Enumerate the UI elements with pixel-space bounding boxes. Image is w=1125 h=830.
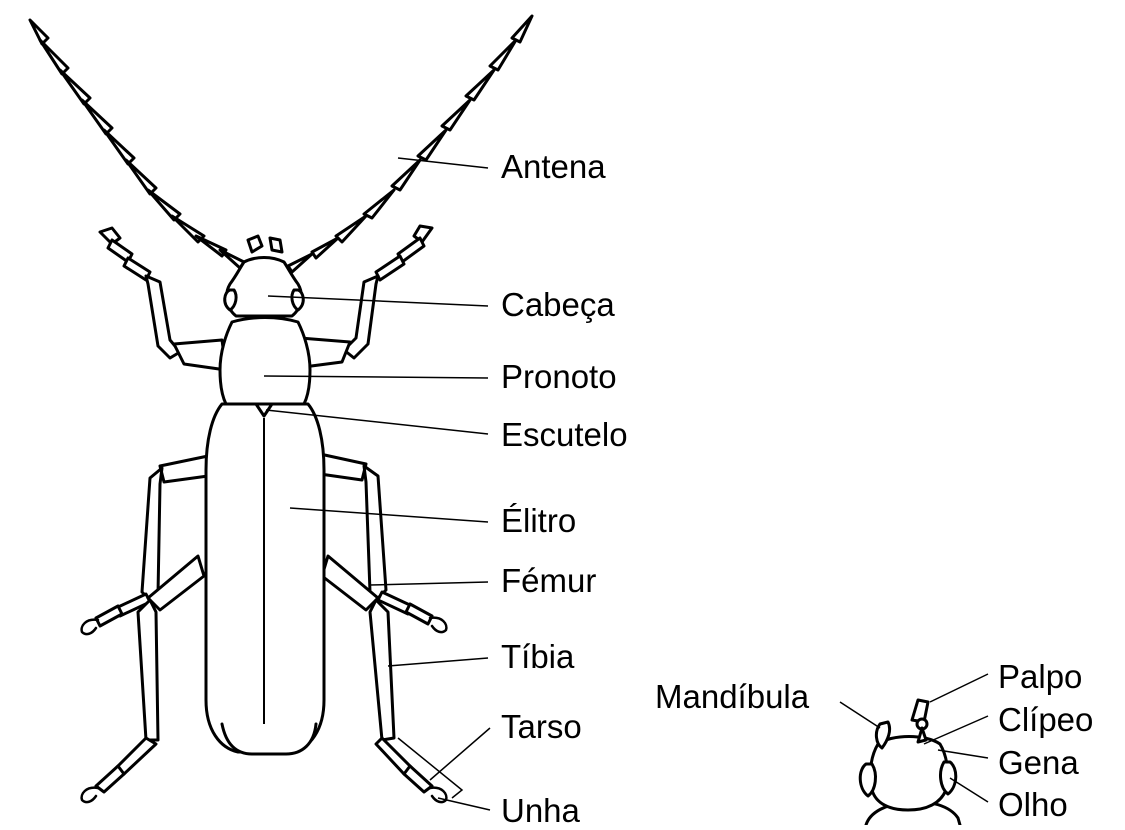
front-right-leg <box>296 226 432 368</box>
beetle-drawing <box>30 16 532 802</box>
label-gena: Gena <box>998 744 1079 781</box>
abdomen-tip <box>222 724 316 754</box>
label-mandibula: Mandíbula <box>655 678 810 715</box>
label-pronoto: Pronoto <box>501 358 617 395</box>
label-palpo: Palpo <box>998 658 1082 695</box>
head-detail-drawing <box>860 700 960 825</box>
label-clipeo: Clípeo <box>998 701 1093 738</box>
front-left-leg <box>100 228 226 370</box>
pronotum <box>220 318 310 405</box>
label-tarso: Tarso <box>501 708 582 745</box>
label-antena: Antena <box>501 148 606 185</box>
left-antenna <box>30 20 244 268</box>
label-elitro: Élitro <box>501 502 576 539</box>
label-tibia: Tíbia <box>501 638 575 675</box>
label-escutelo: Escutelo <box>501 416 628 453</box>
head <box>225 236 304 316</box>
label-femur: Fémur <box>501 562 596 599</box>
label-olho: Olho <box>998 786 1068 823</box>
label-cabeca: Cabeça <box>501 286 615 323</box>
label-unha: Unha <box>501 792 581 825</box>
right-antenna <box>288 16 532 272</box>
